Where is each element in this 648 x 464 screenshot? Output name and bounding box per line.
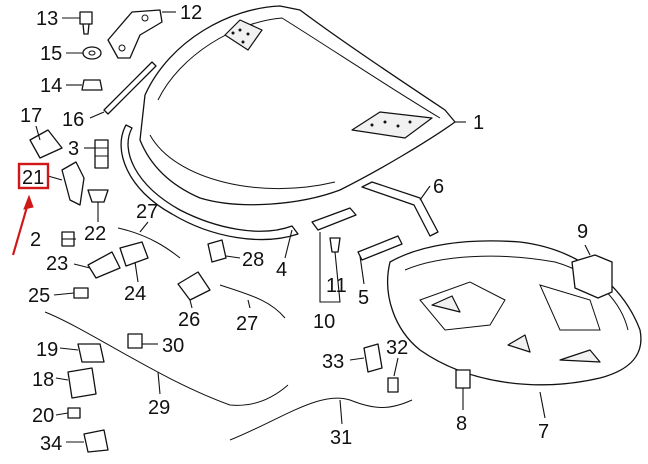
callout-23[interactable]: 23 [46,253,68,275]
latch-assembly [67,367,97,399]
leader-lines [35,11,591,443]
buffer-pad [87,251,121,279]
release-cable-upper [117,227,181,259]
latch-bracket [61,161,85,206]
callout-30[interactable]: 30 [162,335,184,357]
callout-32[interactable]: 32 [386,337,408,359]
release-cable-secondary [229,397,413,441]
callout-19[interactable]: 19 [36,339,58,361]
callout-8[interactable]: 8 [456,413,467,435]
callout-29[interactable]: 29 [148,397,170,419]
callout-20[interactable]: 20 [32,405,54,427]
seal-strip [357,235,403,261]
hood-seal [120,124,299,241]
bolt [67,407,81,419]
callout-2[interactable]: 2 [30,229,41,251]
callout-16[interactable]: 16 [62,109,84,131]
hood-guide [311,207,357,231]
callout-9[interactable]: 9 [577,221,588,243]
air-duct [571,254,613,299]
mount-plate [77,343,105,363]
callout-21-highlight-box [17,162,50,190]
callout-26[interactable]: 26 [178,309,200,331]
callout-11[interactable]: 11 [326,275,347,297]
retaining-bolt [387,377,399,393]
buffer-clip [455,369,471,389]
callout-33[interactable]: 33 [322,351,344,373]
callout-12[interactable]: 12 [180,2,202,24]
callout-labels: 1 2 3 4 5 6 7 8 9 10 11 12 13 15 14 16 1… [20,2,588,455]
callout-27b[interactable]: 27 [236,313,258,335]
release-cable-lower [219,284,286,319]
callout-27a[interactable]: 27 [136,201,158,223]
callout-13[interactable]: 13 [36,8,58,30]
callout-18[interactable]: 18 [32,369,54,391]
screw [73,287,89,299]
callout-14[interactable]: 14 [40,75,62,97]
cable-bracket [207,239,227,263]
callout-10[interactable]: 10 [313,311,335,333]
highlight-arrow [11,194,34,256]
callout-5[interactable]: 5 [358,287,369,309]
callout-21[interactable]: 21 [22,167,44,189]
guide-bolt [329,237,341,253]
support-bracket [29,129,63,159]
release-lever [177,271,211,301]
callout-22[interactable]: 22 [84,223,106,245]
release-cable-main [44,311,289,406]
callout-34[interactable]: 34 [40,433,62,455]
cable-clip [127,333,143,349]
gas-strut [103,61,157,115]
latch-sensor [363,343,383,373]
gap-strip [361,181,439,237]
washer [82,46,102,60]
callout-25[interactable]: 25 [28,285,50,307]
callout-7[interactable]: 7 [538,421,549,443]
rubber-bumper [94,139,109,169]
ball-stud-nut [81,79,103,91]
plate-pad [119,241,149,267]
callout-4[interactable]: 4 [276,259,287,281]
mount-clip [83,429,109,453]
callout-6[interactable]: 6 [433,176,444,198]
grommet [87,189,109,203]
hood-hinge [107,9,163,59]
hood-panel [139,5,456,206]
callout-28[interactable]: 28 [242,249,264,271]
callout-15[interactable]: 15 [40,43,62,65]
callout-17[interactable]: 17 [20,105,42,127]
callout-1[interactable]: 1 [473,112,484,134]
callout-24[interactable]: 24 [124,283,146,305]
callout-3[interactable]: 3 [68,138,79,160]
hinge-bolt [79,11,93,35]
callout-31[interactable]: 31 [330,427,352,449]
